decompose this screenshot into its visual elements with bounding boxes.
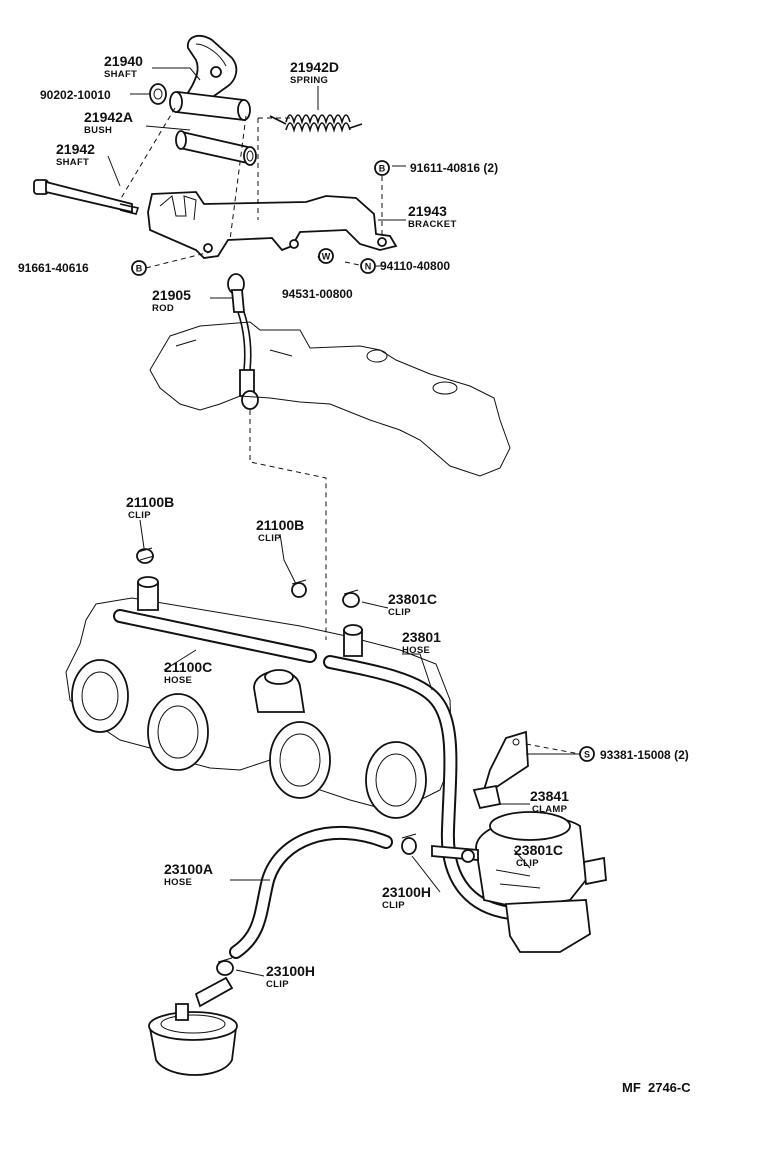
clip-23100H-lower	[216, 957, 234, 976]
bush-21942A	[175, 130, 257, 166]
callout-21942D-caption: SPRING	[290, 75, 328, 86]
callout-23100A-caption: HOSE	[164, 877, 192, 888]
symbol-B-91611: B	[374, 160, 390, 176]
symbol-B-91661: B	[131, 260, 147, 276]
callout-90202-number: 90202-10010	[40, 88, 111, 102]
callout-21905-caption: ROD	[152, 303, 174, 314]
callout-23100H-a-number: 23100H	[382, 884, 431, 900]
callout-23100H-b-caption: CLIP	[266, 979, 289, 990]
rod-21905	[227, 273, 259, 410]
svg-text:B: B	[136, 264, 143, 274]
callout-23100H-b-number: 23100H	[266, 963, 315, 979]
callout-21905-number: 21905	[152, 287, 191, 303]
callout-21942A-number: 21942A	[84, 109, 133, 125]
clamp-23841	[472, 730, 529, 810]
callout-21940-number: 21940	[104, 53, 143, 69]
callout-94531-number: 94531-00800	[282, 287, 353, 301]
callout-93381-number: 93381-15008 (2)	[600, 748, 689, 762]
callout-21100B-a-number: 21100B	[126, 494, 174, 510]
callout-21943-caption: BRACKET	[408, 219, 457, 230]
hose-21100C	[113, 609, 317, 663]
callout-21100C-caption: HOSE	[164, 675, 192, 686]
callout-23801C-b-number: 23801C	[514, 842, 563, 858]
symbol-W-94531: W	[318, 248, 334, 264]
callout-21943-number: 21943	[408, 203, 447, 219]
symbol-N-94110: N	[360, 258, 376, 274]
callout-23801C-a-number: 23801C	[388, 591, 437, 607]
callout-23100H-a-caption: CLIP	[382, 900, 405, 911]
callout-94110-number: 94110-40800	[380, 259, 450, 273]
clip-21100B-left	[136, 547, 155, 564]
callout-91661-number: 91661-40616	[18, 261, 89, 275]
clip-23100H-upper	[401, 833, 417, 855]
callout-21100B-a-caption: CLIP	[128, 510, 151, 521]
callout-23801-caption: HOSE	[402, 645, 430, 656]
svg-text:B: B	[379, 164, 386, 174]
clip-23801C-top	[342, 589, 360, 608]
bracket-21943	[147, 191, 398, 259]
leader-lines	[107, 67, 580, 977]
svg-text:S: S	[584, 750, 590, 760]
callout-23841-number: 23841	[530, 788, 569, 804]
callout-21942-number: 21942	[56, 141, 95, 157]
clip-21100B-right	[291, 579, 307, 598]
shaft-21942	[33, 179, 140, 215]
figure-code: MF 2746-C	[622, 1080, 691, 1095]
svg-text:W: W	[322, 252, 331, 262]
callout-23801C-b-caption: CLIP	[516, 858, 539, 869]
throttle-lever-shaft	[169, 34, 251, 122]
hose-23100A	[229, 825, 393, 959]
callout-23801C-a-caption: CLIP	[388, 607, 411, 618]
callout-21940-caption: SHAFT	[104, 69, 137, 80]
spring-21942D	[269, 114, 363, 133]
callout-23841-caption: CLAMP	[532, 804, 568, 815]
cylinder-head-cover	[149, 321, 511, 477]
callout-91611-number: 91611-40816 (2)	[410, 161, 498, 175]
hose-23801	[323, 655, 529, 921]
callout-21100C-number: 21100C	[164, 659, 212, 675]
symbol-S-93381: S	[579, 746, 595, 762]
callout-21942A-caption: BUSH	[84, 125, 112, 136]
callout-21100B-b-caption: CLIP	[258, 533, 281, 544]
washer-90202	[149, 83, 167, 105]
fuel-pump	[431, 811, 607, 953]
callout-21942D-number: 21942D	[290, 59, 339, 75]
svg-text:N: N	[365, 262, 372, 272]
callout-23100A-number: 23100A	[164, 861, 213, 877]
callout-23801-number: 23801	[402, 629, 441, 645]
fuel-filter	[148, 976, 238, 1076]
intake-manifold	[65, 576, 453, 819]
callout-21942-caption: SHAFT	[56, 157, 89, 168]
callout-21100B-b-number: 21100B	[256, 517, 304, 533]
